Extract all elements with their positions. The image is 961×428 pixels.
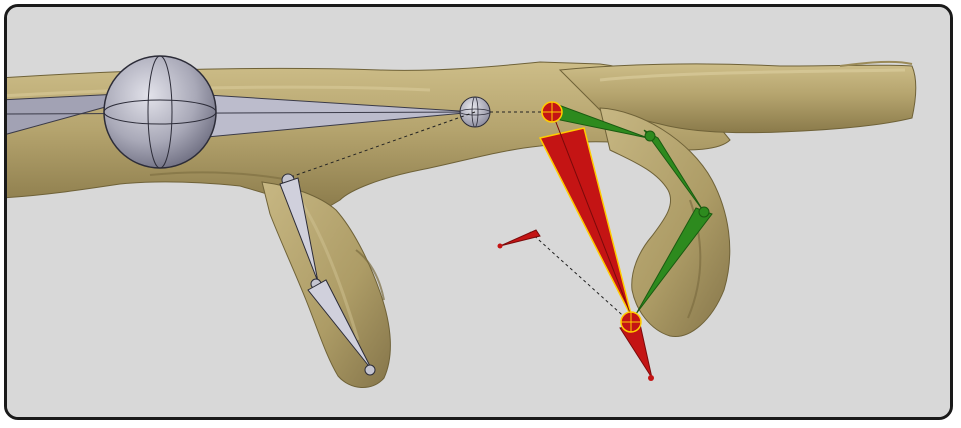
selected-joint-bottom[interactable] — [621, 312, 641, 332]
selected-joint-top[interactable] — [542, 102, 562, 122]
viewport-canvas[interactable] — [4, 4, 953, 420]
sphere-joint-icon[interactable] — [104, 56, 216, 168]
3d-viewport[interactable] — [4, 4, 953, 420]
